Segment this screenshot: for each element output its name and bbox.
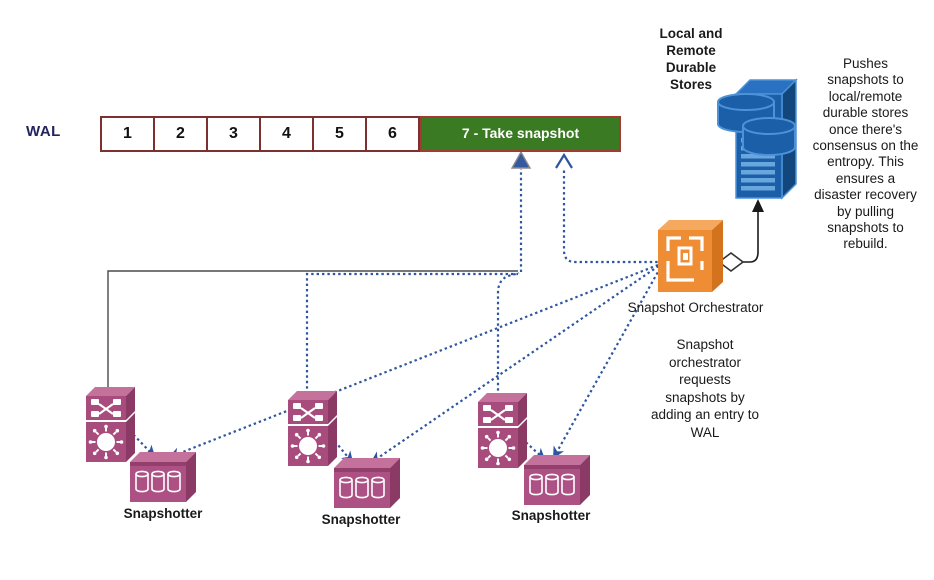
snapshot-orchestrator-icon (658, 220, 723, 292)
connector-orchestrator-to-snapshotter-3 (553, 262, 664, 459)
member-switch-icon (86, 385, 137, 462)
wal-cell: 6 (365, 116, 420, 152)
orchestrator-wal-arrowhead-icon (555, 152, 573, 169)
wal-cell: 1 (100, 116, 155, 152)
member-switch-icon (288, 389, 339, 466)
wal-cell: 3 (206, 116, 261, 152)
wal-cell: 5 (312, 116, 367, 152)
connector-member3-to-wal (496, 271, 520, 396)
snapshotter-box-icon (524, 455, 590, 505)
orchestrator-note: Snapshot orchestrator requests snapshots… (650, 337, 760, 440)
snapshotter-box-icon (130, 452, 196, 502)
store-arrowhead-icon (752, 199, 764, 212)
wal-cell: 2 (153, 116, 208, 152)
snapshotter-label: Snapshotter (321, 512, 401, 527)
diamond-connector-icon (717, 252, 745, 272)
wal-cell: 4 (259, 116, 314, 152)
orchestrator-label: Snapshot Orchestrator (627, 300, 764, 315)
database-server-icon (717, 78, 798, 200)
connector-orchestrator-to-store (743, 210, 759, 263)
connector-orchestrator-to-wal (562, 170, 663, 264)
snapshotter-box-icon (334, 458, 400, 508)
push-snapshots-note: Pushes snapshots to local/remote durable… (812, 56, 919, 252)
durable-store-title: Local and Remote Durable Stores (659, 26, 723, 92)
disk-cylinder-icon (717, 93, 796, 156)
connector-member2-to-wal (305, 272, 518, 394)
connector-member1-to-wal (107, 270, 518, 390)
connector-orchestrator-to-snapshotter-1 (168, 261, 664, 459)
snapshotter-label: Snapshotter (511, 508, 591, 523)
wal-snapshot-cell: 7 - Take snapshot (420, 116, 621, 152)
connector-orchestrator-to-snapshotter-2 (370, 262, 664, 464)
wal-entry-arrowhead-icon (510, 150, 532, 169)
snapshotter-label: Snapshotter (123, 506, 203, 521)
member-switch-icon (478, 391, 529, 468)
wal-title: WAL (26, 123, 61, 140)
